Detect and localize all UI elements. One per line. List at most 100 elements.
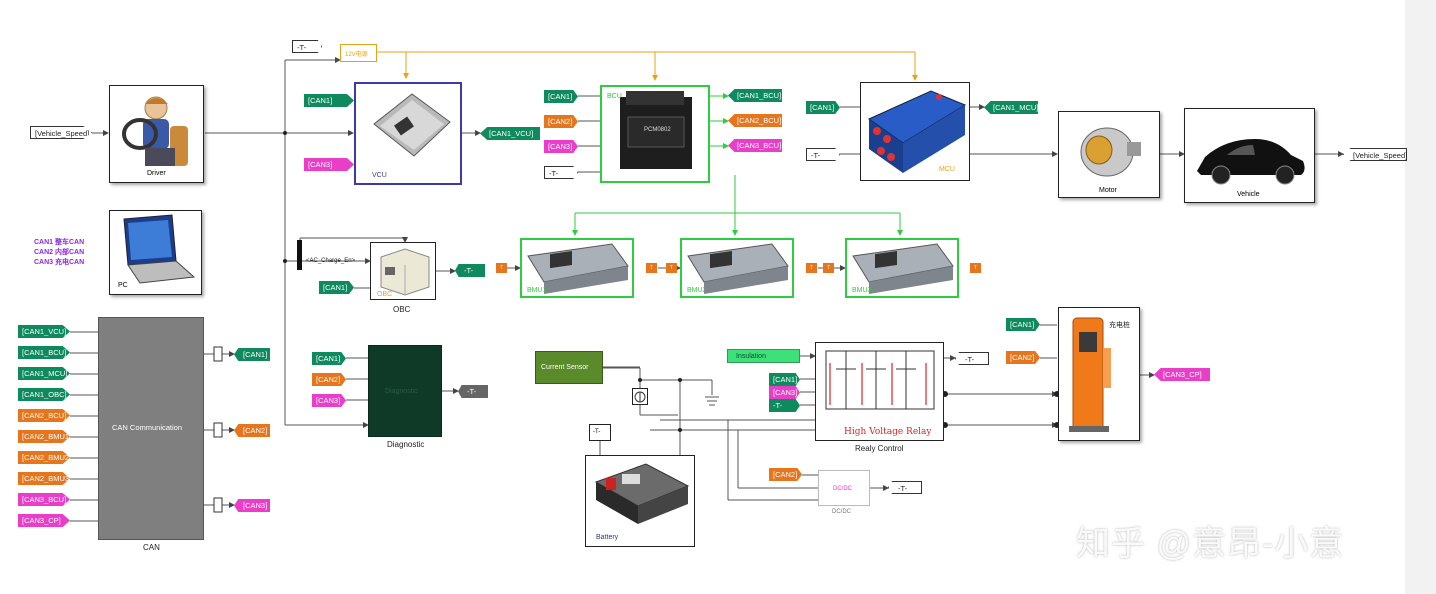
from-tag-t-mcu-in[interactable]: -T- xyxy=(806,148,840,161)
t-source-battery[interactable]: -T- xyxy=(589,424,611,441)
from-tag-can1-bcu-in[interactable]: [CAN1] xyxy=(544,90,578,103)
pc-block[interactable]: PC xyxy=(109,210,202,295)
goto-tag-can3-bcu[interactable]: [CAN3_BCU] xyxy=(728,139,782,152)
goto-tag-vehicle-speed[interactable]: [Vehicle_Speed] xyxy=(1343,148,1407,161)
goto-tag-can1-bus[interactable]: [CAN1] xyxy=(234,348,270,361)
can-legend: CAN1 整车CAN CAN2 内部CAN CAN3 充电CAN xyxy=(34,238,84,268)
driver-block[interactable]: Driver xyxy=(109,85,204,183)
obc-charger-icon xyxy=(380,248,430,296)
relay-control-block[interactable]: High Voltage Relay xyxy=(815,342,944,441)
ammeter-icon xyxy=(634,391,646,403)
from-tag-can2-bcu-in[interactable]: [CAN2] xyxy=(544,115,578,128)
goto-tag-t-diag[interactable]: -T- xyxy=(458,385,488,398)
goto-tag-can3-cp[interactable]: [CAN3_CP] xyxy=(1154,368,1210,381)
goto-tag-t-dcdc[interactable]: -T- xyxy=(888,481,922,494)
from-tag-can1-obc-bus[interactable]: [CAN1_OBC] xyxy=(18,388,70,401)
vehicle-inner-label: Vehicle xyxy=(1237,191,1260,198)
from-tag-can3-relay-in[interactable]: [CAN3] xyxy=(769,386,800,399)
from-tag-can2-bcu-bus[interactable]: [CAN2_BCU] xyxy=(18,409,70,422)
vcu-block[interactable]: VCU xyxy=(354,82,462,185)
bmu1-block[interactable]: BMU1 xyxy=(520,238,634,298)
from-tag-can1-relay-in[interactable]: [CAN1] xyxy=(769,373,800,386)
battery-inner-label: Battery xyxy=(596,534,619,541)
from-tag-can1-charger-in[interactable]: [CAN1] xyxy=(1006,318,1040,331)
mcu-block[interactable]: MCU xyxy=(860,82,970,181)
vcu-ecu-icon xyxy=(373,93,451,157)
from-tag-t-bmu1-in[interactable]: T xyxy=(496,263,507,273)
can-communication-block[interactable]: CAN Communication xyxy=(98,317,204,540)
from-tag-can2-diag-in[interactable]: [CAN2] xyxy=(312,373,346,386)
insulation-block[interactable]: Insulation xyxy=(727,349,800,363)
from-tag-t-bmu2-in[interactable]: T xyxy=(666,263,677,273)
from-tag-can3-bcu-bus[interactable]: [CAN3_BCU] xyxy=(18,493,70,506)
goto-tag-t-bmu1-out[interactable]: T xyxy=(646,263,657,273)
pc-inner-label: PC xyxy=(118,282,128,289)
goto-tag-t-bmu3-out[interactable]: T xyxy=(970,263,981,273)
goto-tag-can1-vcu[interactable]: [CAN1_VCU] xyxy=(480,127,540,140)
bmu1-module-icon xyxy=(527,243,629,294)
from-tag-can3-cp-bus[interactable]: [CAN3_CP] xyxy=(18,514,70,527)
from-tag-can3-bcu-in[interactable]: [CAN3] xyxy=(544,140,578,153)
can-communication-label: CAN Communication xyxy=(112,423,183,432)
dcdc-block[interactable]: DC/DC xyxy=(818,470,870,506)
legend-can3: CAN3 充电CAN xyxy=(34,259,85,266)
goto-tag-can2-bcu[interactable]: [CAN2_BCU] xyxy=(728,114,782,127)
vcu-inner-label: VCU xyxy=(372,172,387,179)
battery-pack-icon xyxy=(594,463,690,524)
bcu-block[interactable]: BCU PCM0802 xyxy=(600,85,710,183)
from-tag-can2-bmu1-bus[interactable]: [CAN2_BMU1] xyxy=(18,430,70,443)
goto-tag-can2-bus[interactable]: [CAN2] xyxy=(234,424,270,437)
from-tag-can1-diag-in[interactable]: [CAN1] xyxy=(312,352,346,365)
from-tag-can2-bmu2-bus[interactable]: [CAN2_BMU2] xyxy=(18,451,70,464)
current-sensor-block[interactable]: Current Sensor xyxy=(535,351,603,384)
from-tag-can3-vcu-in[interactable]: [CAN3] xyxy=(304,158,354,171)
from-tag-t-relay-in[interactable]: -T- xyxy=(769,399,800,412)
bcu-inner-label: BCU xyxy=(607,93,622,100)
diagnostic-block[interactable]: Diagnostic xyxy=(368,345,442,437)
from-tag-t-bcu-in[interactable]: -T- xyxy=(544,166,578,179)
battery-block[interactable]: Battery xyxy=(585,455,695,547)
goto-tag-can3-bus[interactable]: [CAN3] xyxy=(234,499,270,512)
t-source-battery-label: -T- xyxy=(593,429,601,435)
goto-tag-t-bmu2-out[interactable]: T xyxy=(806,263,817,273)
bcu-part-number: PCM0802 xyxy=(644,127,671,133)
legend-can1: CAN1 整车CAN xyxy=(34,239,85,246)
diagnostic-caption: Diagnostic xyxy=(387,440,425,449)
mcu-inner-label: MCU xyxy=(939,166,955,173)
vehicle-block[interactable]: Vehicle xyxy=(1184,108,1315,203)
goto-tag-t-obc[interactable]: -T- xyxy=(455,264,485,277)
from-tag-can1-bcu-bus[interactable]: [CAN1_BCU] xyxy=(18,346,70,359)
laptop-icon xyxy=(123,214,196,284)
bmu3-block[interactable]: BMU3 xyxy=(845,238,959,298)
goto-tag-can1-bcu[interactable]: [CAN1_BCU] xyxy=(728,89,782,102)
charger-label: 充电桩 xyxy=(1109,322,1130,329)
from-tag-can1-mcu-in[interactable]: [CAN1] xyxy=(806,101,840,114)
charger-block[interactable]: 充电桩 xyxy=(1058,307,1140,441)
from-tag-vehicle-speed[interactable]: [Vehicle_Speed] xyxy=(30,126,92,139)
relay-control-caption: Realy Control xyxy=(855,444,904,453)
goto-tag-can1-mcu[interactable]: [CAN1_MCU] xyxy=(984,101,1038,114)
goto-tag-t-top[interactable]: -T- xyxy=(292,40,322,53)
from-tag-can2-bmu3-bus[interactable]: [CAN2_BMU3] xyxy=(18,472,70,485)
can-caption: CAN xyxy=(143,543,160,552)
bmu2-block[interactable]: BMU2 xyxy=(680,238,794,298)
motor-inner-label: Motor xyxy=(1099,187,1117,194)
from-tag-can2-charger-in[interactable]: [CAN2] xyxy=(1006,351,1040,364)
from-tag-can2-dcdc-in[interactable]: [CAN2] xyxy=(769,468,802,481)
motor-block[interactable]: Motor xyxy=(1058,111,1160,198)
obc-block[interactable]: OBC xyxy=(370,242,436,300)
from-tag-t-bmu3-in[interactable]: T xyxy=(823,263,834,273)
charging-pile-icon xyxy=(1069,317,1111,432)
from-tag-can1-mcu-bus[interactable]: [CAN1_MCU] xyxy=(18,367,70,380)
power-12v-block[interactable]: 12V电源 xyxy=(340,44,377,62)
from-tag-can1-vcu-bus[interactable]: [CAN1_VCU] xyxy=(18,325,70,338)
from-tag-can1-obc-in[interactable]: [CAN1] xyxy=(319,281,354,294)
bmu2-inner-label: BMU2 xyxy=(687,287,707,294)
legend-can2: CAN2 内部CAN xyxy=(34,249,85,256)
from-tag-can3-diag-in[interactable]: [CAN3] xyxy=(312,394,346,407)
mcu-inverter-icon xyxy=(867,90,967,173)
goto-tag-t-relay[interactable]: -T- xyxy=(955,352,989,365)
from-tag-can1-vcu-in[interactable]: [CAN1] xyxy=(304,94,354,107)
